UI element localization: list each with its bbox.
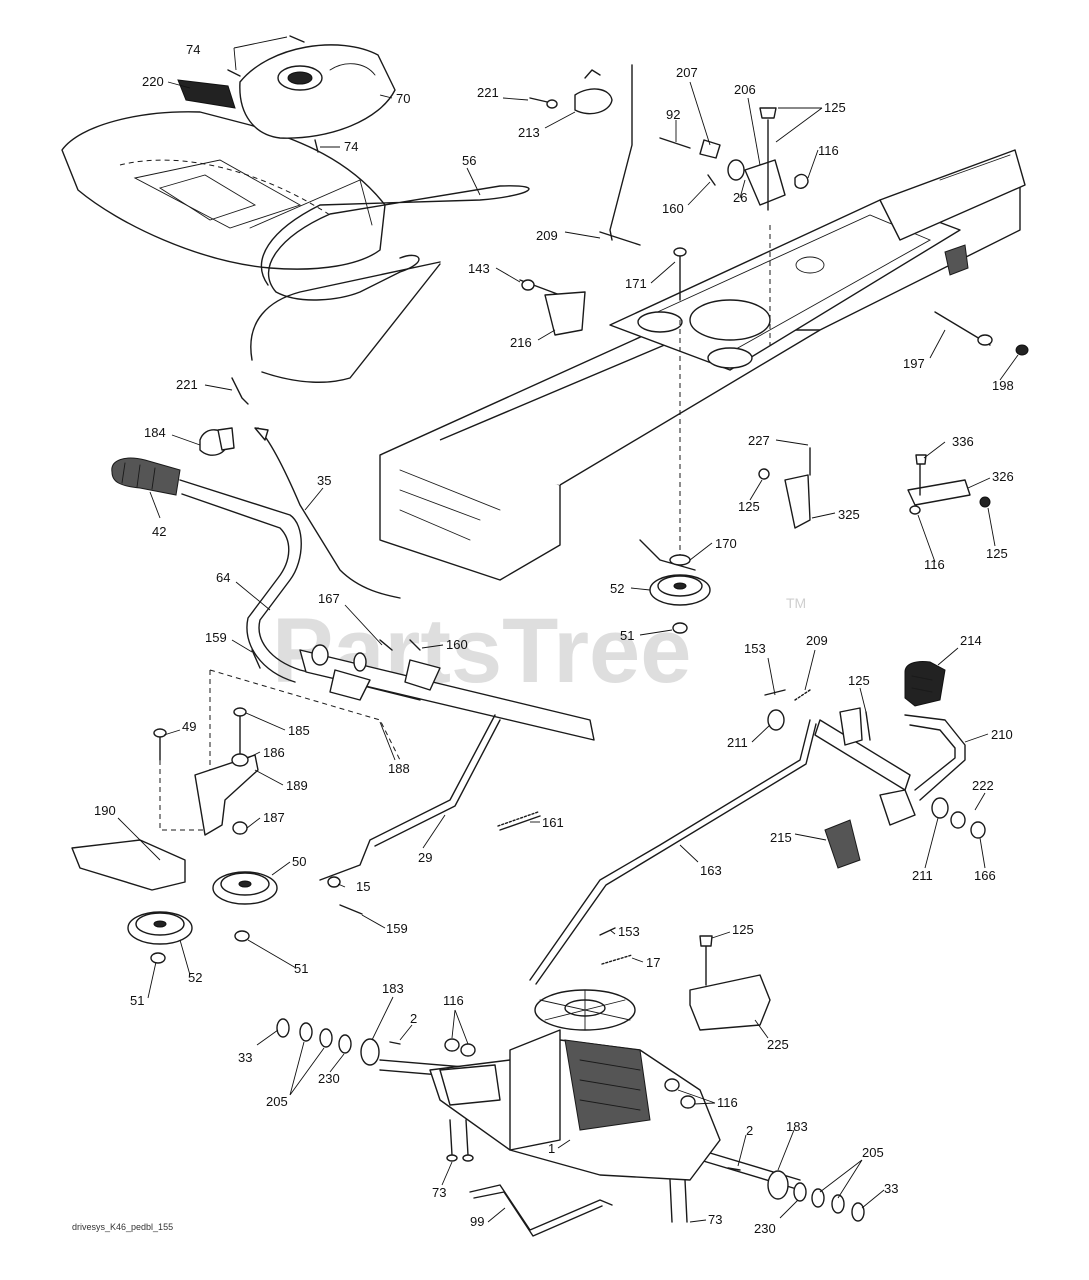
callout-207: 207: [676, 65, 698, 80]
callout-227: 227: [748, 433, 770, 448]
callout-183: 183: [786, 1119, 808, 1134]
callout-52: 52: [188, 970, 202, 985]
callout-185: 185: [288, 723, 310, 738]
callout-42: 42: [152, 524, 166, 539]
callout-213: 213: [518, 125, 540, 140]
callout-125: 125: [824, 100, 846, 115]
drawing-code: drivesys_K46_pedbl_155: [72, 1222, 173, 1232]
shift-lever-assembly: [71, 377, 595, 964]
callout-326: 326: [992, 469, 1014, 484]
callout-159: 159: [205, 630, 227, 645]
callout-92: 92: [666, 107, 680, 122]
callout-35: 35: [317, 473, 331, 488]
callout-51: 51: [130, 993, 144, 1008]
callout-216: 216: [510, 335, 532, 350]
callout-50: 50: [292, 854, 306, 869]
callout-17: 17: [646, 955, 660, 970]
callout-74: 74: [186, 42, 200, 57]
callout-197: 197: [903, 356, 925, 371]
callout-205: 205: [266, 1094, 288, 1109]
callout-2: 2: [746, 1123, 753, 1138]
callout-1: 1: [548, 1141, 555, 1156]
callout-160: 160: [662, 201, 684, 216]
callout-225: 225: [767, 1037, 789, 1052]
callout-73: 73: [432, 1185, 446, 1200]
callout-190: 190: [94, 803, 116, 818]
callout-125: 125: [986, 546, 1008, 561]
callout-116: 116: [924, 557, 945, 572]
callout-167: 167: [318, 591, 340, 606]
callout-163: 163: [700, 863, 722, 878]
callout-221: 221: [477, 85, 499, 100]
callout-153: 153: [618, 924, 640, 939]
transaxle-assembly: [276, 989, 865, 1237]
callout-73: 73: [708, 1212, 722, 1227]
callout-215: 215: [770, 830, 792, 845]
callout-209: 209: [806, 633, 828, 648]
callout-170: 170: [715, 536, 737, 551]
callout-205: 205: [862, 1145, 884, 1160]
idler-pulley-center: [639, 539, 711, 634]
callout-187: 187: [263, 810, 285, 825]
callout-221: 221: [176, 377, 198, 392]
callout-210: 210: [991, 727, 1013, 742]
callout-99: 99: [470, 1214, 484, 1229]
callout-125: 125: [732, 922, 754, 937]
callout-70: 70: [396, 91, 410, 106]
watermark-trademark: TM: [786, 595, 806, 611]
callout-189: 189: [286, 778, 308, 793]
right-brackets: [758, 447, 991, 529]
callout-171: 171: [625, 276, 647, 291]
callout-52: 52: [610, 581, 624, 596]
callout-161: 161: [542, 815, 564, 830]
drive-belt: [260, 185, 530, 301]
callout-198: 198: [992, 378, 1014, 393]
callout-33: 33: [238, 1050, 252, 1065]
callout-206: 206: [734, 82, 756, 97]
callout-15: 15: [356, 879, 370, 894]
chassis-frame: [379, 149, 1029, 581]
callout-336: 336: [952, 434, 974, 449]
callout-2: 2: [410, 1011, 417, 1026]
callout-184: 184: [144, 425, 166, 440]
callout-labels: 74 220 70 74 56 221 213 207 206 125 92 1…: [94, 42, 1014, 1236]
callout-116: 116: [443, 993, 464, 1008]
callout-211: 211: [912, 868, 933, 883]
callout-74: 74: [344, 139, 358, 154]
callout-64: 64: [216, 570, 230, 585]
callout-209: 209: [536, 228, 558, 243]
callout-159: 159: [386, 921, 408, 936]
callout-51: 51: [294, 961, 308, 976]
leader-lines: [117, 36, 1019, 1223]
callout-29: 29: [418, 850, 432, 865]
callout-166: 166: [974, 868, 996, 883]
callout-230: 230: [754, 1221, 776, 1236]
callout-143: 143: [468, 261, 490, 276]
callout-188: 188: [388, 761, 410, 776]
callout-56: 56: [462, 153, 476, 168]
callout-325: 325: [838, 507, 860, 522]
callout-116: 116: [717, 1095, 738, 1110]
callout-26: 26: [733, 190, 747, 205]
callout-125: 125: [738, 499, 760, 514]
callout-183: 183: [382, 981, 404, 996]
callout-220: 220: [142, 74, 164, 89]
callout-222: 222: [972, 778, 994, 793]
callout-211: 211: [727, 735, 748, 750]
callout-153: 153: [744, 641, 766, 656]
callout-49: 49: [182, 719, 196, 734]
hood-assembly: [61, 35, 396, 270]
callout-214: 214: [960, 633, 982, 648]
brake-upper-parts: [519, 64, 809, 336]
callout-51: 51: [620, 628, 634, 643]
callout-186: 186: [263, 745, 285, 760]
callout-125: 125: [848, 673, 870, 688]
brake-pedal-assembly: [529, 661, 986, 1031]
callout-116: 116: [818, 143, 839, 158]
callout-160: 160: [446, 637, 468, 652]
callout-230: 230: [318, 1071, 340, 1086]
callout-33: 33: [884, 1181, 898, 1196]
